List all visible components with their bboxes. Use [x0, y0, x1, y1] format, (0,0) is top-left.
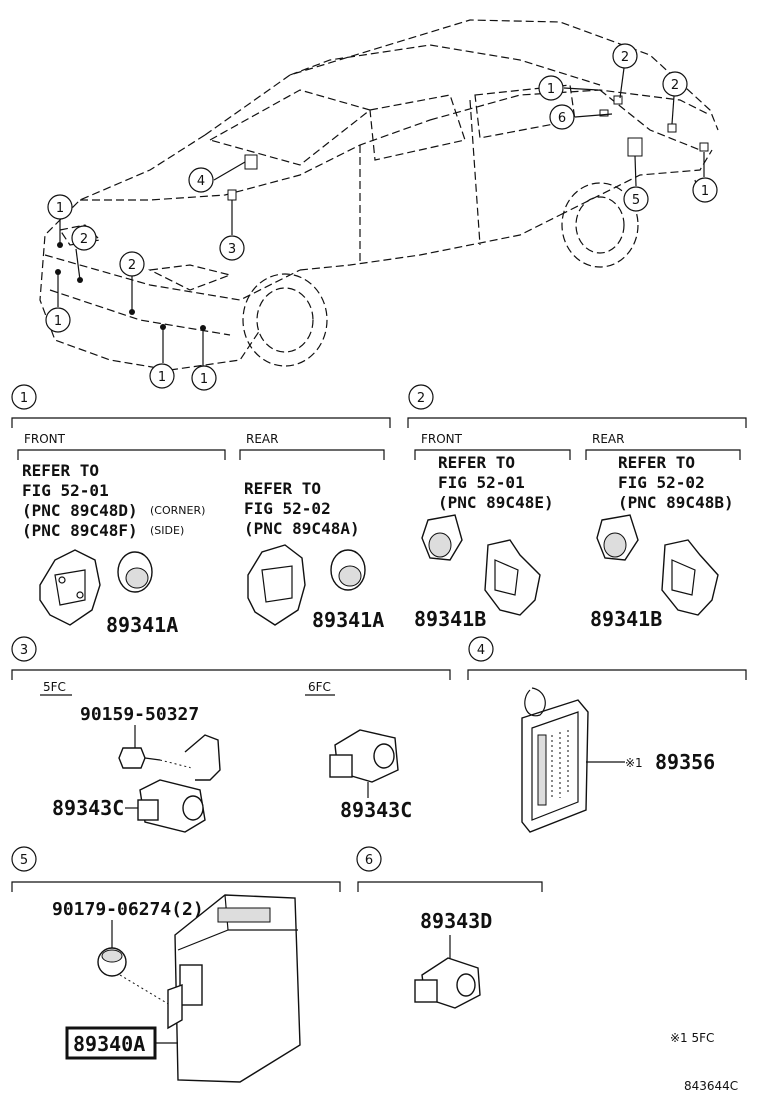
- svg-text:6: 6: [558, 111, 566, 126]
- s1-front-refer-1: FIG 52-01: [22, 481, 109, 500]
- callout-1: 1: [45, 307, 71, 333]
- s1-rear-part: 89341A: [312, 608, 384, 632]
- section-6: 6 89343D: [356, 846, 543, 1009]
- callout-1: 1: [149, 363, 175, 389]
- callout-6: 6: [549, 104, 575, 130]
- s5-nut-number: 90179-06274(2): [52, 899, 204, 920]
- callout-3: 3: [219, 235, 245, 261]
- module-plate-drawing: [521, 687, 589, 833]
- s2-rear-refer-0: REFER TO: [618, 453, 695, 472]
- s4-part: 89356: [655, 750, 715, 774]
- s1-front-note-corner: (CORNER): [150, 504, 205, 517]
- callout-2: 2: [662, 71, 688, 97]
- s1-front-part: 89341A: [106, 613, 178, 637]
- section-3-6fc-label: 6FC: [308, 680, 331, 694]
- s3-right-part: 89343C: [340, 798, 412, 822]
- s4-mark: ※1: [625, 756, 643, 770]
- s1-rear-refer-1: FIG 52-02: [244, 499, 331, 518]
- svg-text:1: 1: [56, 201, 64, 216]
- section-3-number: 3: [20, 643, 28, 658]
- s2-front-refer-0: REFER TO: [438, 453, 515, 472]
- section-1-number: 1: [20, 391, 28, 406]
- section-3-5fc-label: 5FC: [43, 680, 66, 694]
- callout-1: 1: [191, 365, 217, 391]
- section-1: 1 FRONT REFER TO FIG 52-01 (PNC 89C48D) …: [11, 384, 391, 637]
- diagram-id: 843644C: [684, 1079, 738, 1093]
- s2-front-part: 89341B: [414, 607, 486, 631]
- sensor-drawing: [117, 551, 153, 593]
- highlight-box: [65, 1026, 157, 1060]
- section-2-rear-label: REAR: [592, 432, 624, 446]
- s3-bolt-number: 90159-50327: [80, 704, 199, 725]
- s5-part: 89340A: [73, 1032, 145, 1056]
- vehicle-illustration: 1 2 1 2 1 1 3 4 1 6 2 2 5 1: [39, 19, 719, 391]
- s3-left-part: 89343C: [52, 796, 124, 820]
- svg-text:2: 2: [128, 258, 136, 273]
- callout-1: 1: [538, 75, 564, 101]
- svg-text:3: 3: [228, 242, 236, 257]
- ecu-drawing: [167, 894, 301, 1083]
- svg-text:4: 4: [197, 174, 205, 189]
- bolt-drawing: [118, 747, 161, 769]
- s2-front-refer-1: FIG 52-01: [438, 473, 525, 492]
- svg-text:1: 1: [701, 184, 709, 199]
- s1-front-refer-0: REFER TO: [22, 461, 99, 480]
- bracket-drawing: [39, 549, 101, 626]
- section-6-number: 6: [365, 853, 373, 868]
- svg-text:2: 2: [80, 232, 88, 247]
- s1-rear-refer-2: (PNC 89C48A): [244, 519, 360, 538]
- section-2-front-label: FRONT: [421, 432, 463, 446]
- s2-rear-refer-2: (PNC 89C48B): [618, 493, 734, 512]
- callout-4: 4: [188, 167, 214, 193]
- bracket-drawing: [484, 539, 541, 616]
- section-3: 3 5FC 6FC 90159-50327 89343C 89343C: [11, 636, 451, 833]
- sensor-drawing: [329, 729, 399, 783]
- nut-drawing: [97, 947, 127, 977]
- callout-1: 1: [692, 177, 718, 203]
- s6-part: 89343D: [420, 909, 492, 933]
- s2-front-refer-2: (PNC 89C48E): [438, 493, 554, 512]
- svg-text:1: 1: [547, 82, 555, 97]
- s1-rear-refer-0: REFER TO: [244, 479, 321, 498]
- section-2: 2 FRONT REFER TO FIG 52-01 (PNC 89C48E) …: [407, 384, 747, 631]
- s1-front-note-side: (SIDE): [150, 524, 184, 537]
- section-5: 5 90179-06274(2) 89340A: [11, 846, 341, 1083]
- bracket-drawing: [247, 544, 306, 626]
- section-2-number: 2: [417, 391, 425, 406]
- svg-text:2: 2: [621, 50, 629, 65]
- section-4-number: 4: [477, 643, 485, 658]
- sensor-drawing: [421, 514, 463, 561]
- section-1-front-label: FRONT: [24, 432, 66, 446]
- svg-text:5: 5: [632, 193, 640, 208]
- section-5-number: 5: [20, 853, 28, 868]
- callout-1: 1: [47, 194, 73, 220]
- sensor-drawing: [330, 549, 366, 591]
- s1-front-refer-2: (PNC 89C48D): [22, 501, 138, 520]
- s1-front-refer-3: (PNC 89C48F): [22, 521, 138, 540]
- callout-2: 2: [119, 251, 145, 277]
- svg-text:1: 1: [158, 370, 166, 385]
- sensor-drawing: [414, 957, 481, 1009]
- callout-5: 5: [623, 186, 649, 212]
- s2-rear-part: 89341B: [590, 607, 662, 631]
- svg-text:1: 1: [200, 372, 208, 387]
- callout-2: 2: [71, 225, 97, 251]
- svg-text:1: 1: [54, 314, 62, 329]
- s2-rear-refer-1: FIG 52-02: [618, 473, 705, 492]
- callout-2: 2: [612, 43, 638, 69]
- sensor-drawing: [596, 514, 639, 561]
- svg-text:2: 2: [671, 78, 679, 93]
- sensor-bracket-drawing: [137, 734, 221, 833]
- section-4: 4 ※1 89356: [467, 636, 747, 833]
- bracket-drawing: [661, 539, 719, 616]
- section-1-rear-label: REAR: [246, 432, 278, 446]
- footnote: ※1 5FC: [670, 1031, 714, 1045]
